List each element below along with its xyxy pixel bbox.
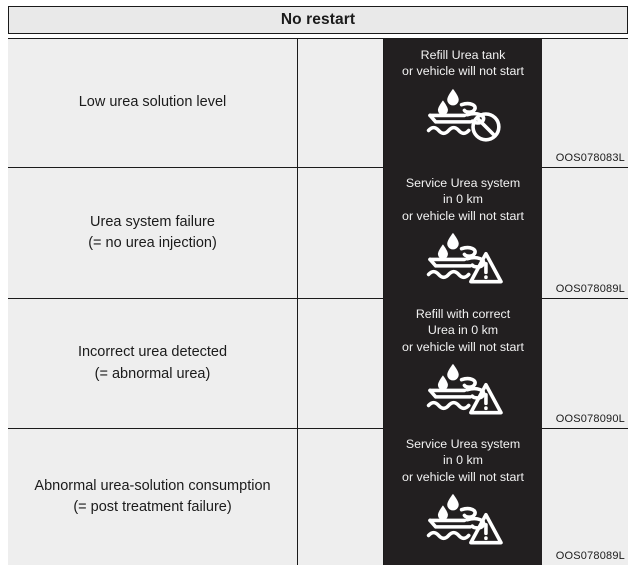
urea-tank-warning-icon (420, 361, 506, 417)
table-row: Low urea solution level Refill Urea tank… (8, 39, 628, 168)
table-row: Abnormal urea-solution consumption (= po… (8, 428, 628, 565)
cluster-display-cell: Refill with correct Urea in 0 km or vehi… (384, 298, 628, 429)
blank-cell (298, 168, 384, 298)
condition-description-cell: Low urea solution level (8, 39, 298, 167)
reference-code: OOS078089L (555, 283, 625, 295)
page-title: No restart (280, 11, 356, 28)
table-row: Incorrect urea detected (= abnormal urea… (8, 298, 628, 429)
table-header-band: No restart (8, 6, 628, 34)
condition-description-cell: Incorrect urea detected (= abnormal urea… (8, 299, 298, 428)
cluster-lcd-panel: Service Urea system in 0 km or vehicle w… (384, 428, 542, 565)
table-row: Urea system failure (= no urea injection… (8, 167, 628, 299)
reference-code: OOS078083L (555, 152, 625, 164)
urea-tank-warning-icon (420, 491, 506, 547)
cluster-display-cell: Service Urea system in 0 km or vehicle w… (384, 428, 628, 565)
condition-description-text: Urea system failure (= no urea injection… (88, 213, 217, 251)
blank-cell (298, 429, 384, 565)
condition-description-text: Low urea solution level (78, 94, 227, 111)
cluster-lcd-panel: Refill with correct Urea in 0 km or vehi… (384, 298, 542, 429)
blank-cell (298, 39, 384, 167)
cluster-message-text: Service Urea system in 0 km or vehicle w… (402, 437, 524, 484)
condition-description-cell: Abnormal urea-solution consumption (= po… (8, 429, 298, 565)
cluster-lcd-panel: Service Urea system in 0 km or vehicle w… (384, 167, 542, 299)
reference-code: OOS078090L (555, 413, 625, 425)
warning-conditions-table: Low urea solution level Refill Urea tank… (8, 38, 628, 565)
cluster-message-text: Refill Urea tank or vehicle will not sta… (402, 48, 524, 79)
cluster-display-cell: Service Urea system in 0 km or vehicle w… (384, 167, 628, 299)
cluster-message-text: Service Urea system in 0 km or vehicle w… (402, 176, 524, 223)
urea-tank-warning-icon (420, 230, 506, 286)
condition-description-text: Abnormal urea-solution consumption (= po… (34, 477, 271, 515)
cluster-message-text: Refill with correct Urea in 0 km or vehi… (402, 307, 524, 354)
cluster-display-cell: Refill Urea tank or vehicle will not sta… (384, 39, 628, 168)
urea-tank-prohibited-icon (420, 86, 506, 142)
reference-code: OOS078089L (555, 550, 625, 562)
cluster-lcd-panel: Refill Urea tank or vehicle will not sta… (384, 39, 542, 168)
condition-description-text: Incorrect urea detected (= abnormal urea… (77, 344, 228, 382)
condition-description-cell: Urea system failure (= no urea injection… (8, 168, 298, 298)
blank-cell (298, 299, 384, 428)
